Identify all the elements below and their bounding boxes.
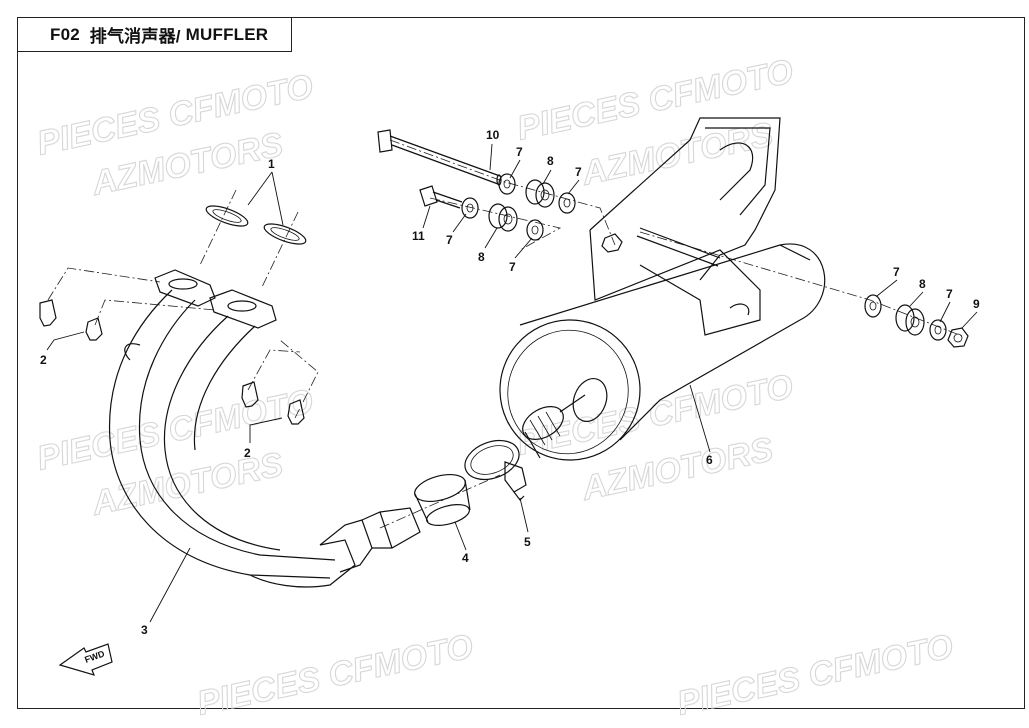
callout-7-top-b: 7	[575, 165, 582, 179]
gasket-pair-part-1	[205, 205, 307, 245]
page-title: F02 排气消声器/ MUFFLER	[17, 17, 292, 52]
sleeve-part-4	[414, 473, 471, 526]
flange-nuts-part-2	[39, 299, 305, 425]
callout-1: 1	[268, 157, 275, 171]
callout-11: 11	[412, 229, 425, 243]
washers-and-grommets	[461, 173, 947, 341]
watermark-pieces-6: PIECES CFMOTO	[674, 627, 957, 723]
callout-6: 6	[706, 453, 713, 467]
callout-8-top: 8	[547, 154, 554, 168]
callout-2-left: 2	[40, 353, 47, 367]
leader-lines	[46, 143, 978, 623]
fwd-label: FWD	[83, 648, 106, 665]
long-bolt-part-10	[377, 129, 502, 186]
callout-7-mid-b: 7	[509, 260, 516, 274]
short-bolt-part-11	[419, 185, 463, 209]
callout-7-right-a: 7	[893, 265, 900, 279]
callout-7-top-a: 7	[516, 145, 523, 159]
title-english: MUFFLER	[185, 24, 269, 44]
fwd-direction-arrow: FWD	[58, 643, 113, 676]
watermark-pieces-5: PIECES CFMOTO	[194, 627, 477, 723]
title-chinese: 排气消声器/	[89, 27, 181, 46]
callout-4: 4	[462, 551, 469, 565]
callout-7-right-b: 7	[946, 287, 953, 301]
header-pipes-part-3	[108, 269, 421, 588]
callout-10: 10	[486, 128, 500, 142]
callout-3: 3	[141, 623, 148, 637]
muffler-body-part-6	[499, 117, 826, 461]
callout-9: 9	[973, 297, 980, 311]
callout-5: 5	[524, 535, 531, 549]
diagram-frame	[17, 17, 1025, 709]
callout-8-mid: 8	[478, 250, 485, 264]
watermark-layer: PIECES CFMOTO AZMOTORS PIECES CFMOTO AZM…	[33, 52, 957, 724]
callout-labels: 1 2 2 3 4 5 6 10 7 8 7 11 7 8 7 7 8 7 9	[40, 128, 980, 637]
clamp-part-5	[464, 439, 527, 501]
callout-7-mid-a: 7	[446, 233, 453, 247]
callout-2-right: 2	[244, 446, 251, 460]
title-code: F02	[50, 24, 80, 44]
nut-part-9	[947, 327, 969, 348]
callout-8-right: 8	[919, 277, 926, 291]
